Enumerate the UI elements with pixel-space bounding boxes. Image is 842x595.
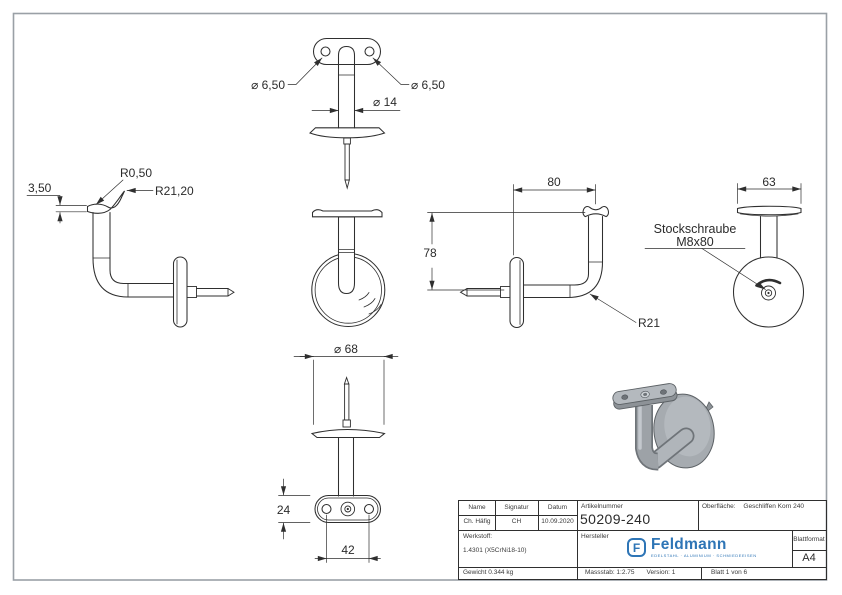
feldmann-logo-name: Feldmann (651, 536, 727, 553)
dim-saddle-thickness: 3,50 (28, 181, 52, 195)
right-screw-shank (500, 286, 511, 298)
view-bottom: ⌀ 68 24 42 (277, 342, 399, 563)
feldmann-logo: F Feldmann EDELSTAHL · ALUMINIUM · SCHMI… (627, 537, 757, 558)
bottom-screw-rod (344, 383, 350, 421)
tb-header-date: Datum (547, 503, 568, 511)
top-screw-tip (344, 179, 350, 190)
tb-header-signature: Signatur (504, 503, 529, 511)
dim-plate-width: 24 (277, 503, 291, 517)
left-tube-outer (92, 211, 175, 298)
tb-header-format: Blattformat (793, 535, 825, 543)
top-post (337, 45, 356, 129)
dim-hole-dia-left: ⌀ 6,50 (251, 78, 285, 92)
tb-scale: Massstab: 1:2.75 (585, 568, 635, 576)
tb-version: Version: 1 (646, 568, 676, 576)
top-screw-shank (343, 137, 351, 145)
tb-header-article: Artikelnummer (581, 503, 623, 510)
left-tube-inner (109, 211, 175, 285)
left-screw-shank (186, 286, 197, 298)
right-saddle-cup (582, 206, 610, 218)
sheet-frame (12, 12, 828, 581)
bottom-screw-tip (343, 376, 350, 385)
bottom-disc-edge (310, 429, 386, 439)
tb-value-format: A4 (802, 552, 816, 564)
tb-value-name: Ch. Häfig (463, 518, 491, 525)
tb-header-manufacturer: Hersteller (581, 533, 609, 540)
front-reflection-arcs (358, 292, 382, 315)
view-front (311, 209, 386, 328)
callout-stockscrew-line2: M8x80 (676, 235, 714, 249)
dim-disc-dia: ⌀ 68 (334, 342, 358, 356)
render-arm-vertical (636, 405, 659, 469)
rear-rotation-arc (755, 278, 782, 287)
top-disc-edge (309, 127, 386, 139)
dim-hole-dia-right: ⌀ 6,50 (411, 78, 445, 92)
bottom-plate-inner (317, 497, 379, 521)
rear-screw-hole-outer (761, 285, 776, 301)
bottom-center-hole-outer (340, 501, 356, 517)
left-disc (172, 256, 188, 328)
bottom-hole-left (321, 503, 332, 515)
rear-screw-hole-inner (764, 289, 773, 297)
bottom-screw-shank (342, 419, 351, 428)
preview-3d-render (612, 383, 715, 471)
bottom-post (337, 436, 355, 497)
rear-post (759, 215, 778, 259)
bottom-center-hole-inner (344, 505, 352, 513)
left-screw-rod (196, 288, 229, 297)
article-number: 50209-240 (580, 511, 651, 527)
dim-height: 78 (423, 246, 437, 260)
view-rear: 63 Stockschraube M8x80 (644, 175, 805, 328)
front-post (337, 216, 356, 295)
view-side-right: 80 78 R21 (423, 175, 660, 330)
left-saddle (86, 190, 125, 214)
dim-hole-spacing: 42 (341, 543, 355, 557)
tb-value-material: 1.4301 (X5CrNi18-10) (463, 547, 527, 554)
rear-saddle-edge (736, 205, 802, 216)
tb-weight: Gewicht 0.344 kg (463, 568, 514, 576)
render-arm-diagonal (648, 429, 693, 468)
front-saddle-edge (311, 209, 383, 218)
tb-header-surface: Oberfläche: (702, 503, 736, 510)
title-block: Name Signatur Datum Ch. Häfig CH 10.09.2… (458, 500, 827, 580)
top-hole-right (364, 46, 375, 57)
tb-value-surface: Geschliffen Korn 240 (743, 503, 805, 510)
rear-disc (732, 256, 805, 328)
dim-bend-radius: R21 (638, 316, 660, 330)
render-top-plate (612, 383, 678, 410)
tb-header-material: Werkstoff: (463, 533, 493, 540)
top-hole-left (320, 46, 331, 57)
bottom-hole-right (363, 503, 375, 515)
top-screw-rod (344, 143, 350, 181)
feldmann-logo-tagline: EDELSTAHL · ALUMINIUM · SCHMIEDEEISEN (651, 553, 757, 558)
right-disc (509, 256, 525, 329)
top-plate-outline (312, 37, 382, 66)
feldmann-logo-mark-icon: F (627, 538, 646, 557)
bottom-plate-outline (314, 494, 382, 524)
tb-header-name: Name (468, 503, 486, 511)
right-tube-inner (522, 215, 590, 286)
dim-post-dia: ⌀ 14 (373, 95, 397, 109)
right-screw-tip (459, 288, 468, 297)
callout-stockscrew-line1: Stockschraube (654, 222, 737, 236)
view-side-left: 3,50 R0,50 R21,20 (26, 166, 235, 328)
dim-saddle-radius: R21,20 (155, 184, 194, 198)
tb-value-date: 10.09.2020 (541, 518, 574, 525)
dim-fillet-radius: R0,50 (120, 166, 152, 180)
view-top: ⌀ 6,50 ⌀ 6,50 ⌀ 14 (251, 37, 445, 190)
tb-sheet: Blatt 1 von 6 (711, 568, 748, 576)
left-screw-tip (227, 288, 235, 297)
dim-saddle-width: 63 (762, 175, 776, 189)
dim-reach: 80 (547, 175, 561, 189)
tb-value-signature: CH (511, 518, 522, 525)
right-screw-rod (466, 288, 501, 297)
